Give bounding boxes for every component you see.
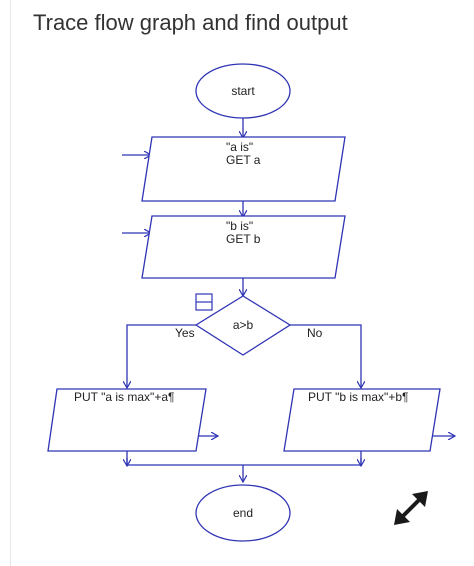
output-no-parallelogram (283, 388, 441, 452)
input-a-parallelogram (141, 136, 346, 202)
end-terminal (195, 484, 291, 542)
decision-box-icon (195, 293, 213, 311)
decision-condition: a>b (233, 318, 254, 332)
input-b-line1: "b is" (226, 219, 253, 233)
start-label: start (231, 84, 255, 98)
left-border (10, 0, 11, 566)
input-a-line2: GET a (226, 153, 261, 167)
flow-connectors (122, 118, 455, 482)
expand-arrows-icon[interactable] (394, 491, 428, 525)
yes-label: Yes (175, 326, 195, 340)
decision-diamond (194, 295, 292, 356)
no-label: No (307, 326, 323, 340)
output-no-text: PUT "b is max"+b¶ (308, 390, 408, 404)
input-a-line1: "a is" (226, 140, 253, 154)
input-b-line2: GET b (226, 232, 261, 246)
input-b-parallelogram (141, 215, 346, 279)
start-terminal (195, 63, 291, 119)
output-yes-text: PUT "a is max"+a¶ (74, 390, 174, 404)
end-label: end (233, 506, 253, 520)
output-yes-parallelogram (47, 388, 207, 452)
page-title: Trace flow graph and find output (33, 10, 348, 35)
